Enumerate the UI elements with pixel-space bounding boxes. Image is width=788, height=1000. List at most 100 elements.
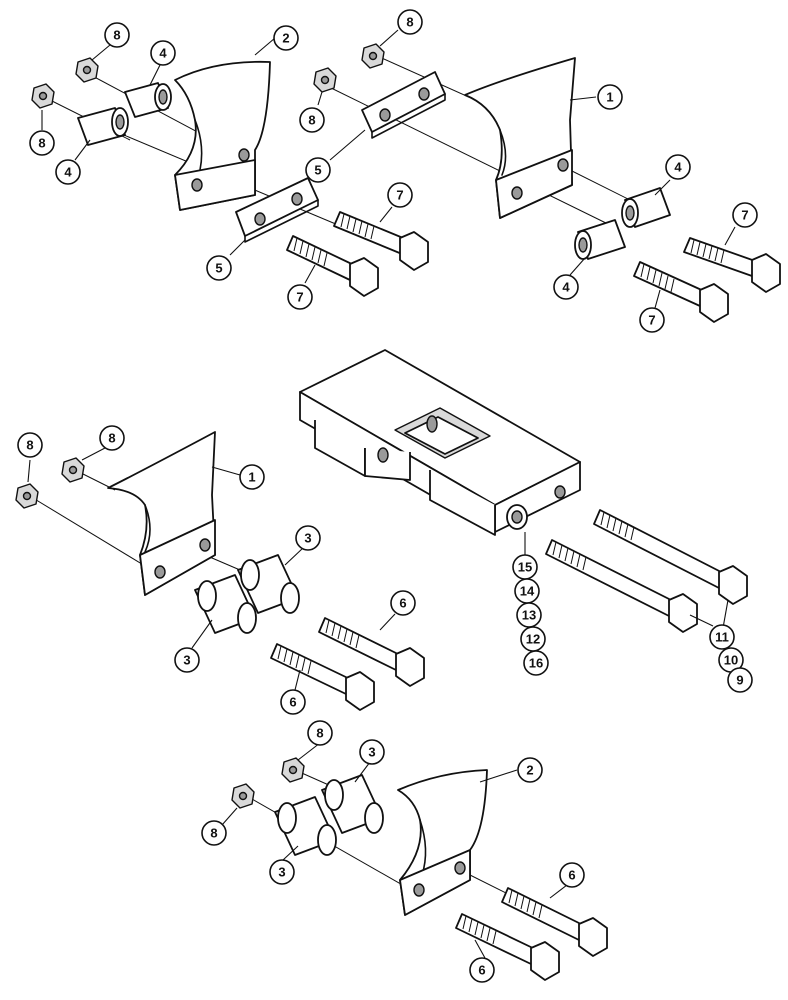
callout-4: 4	[55, 159, 81, 185]
bolt-part-7-d	[633, 261, 729, 323]
svg-text:1: 1	[248, 470, 255, 485]
callout-3: 3	[359, 739, 385, 765]
callout-8: 8	[299, 107, 325, 133]
svg-text:3: 3	[183, 653, 190, 668]
bushing-part-3-lower	[194, 574, 257, 634]
callout-15: 15	[512, 554, 538, 580]
nut-part-8-d	[313, 67, 337, 93]
svg-text:15: 15	[518, 560, 532, 575]
svg-text:3: 3	[368, 745, 375, 760]
svg-text:8: 8	[26, 438, 33, 453]
svg-text:8: 8	[406, 15, 413, 30]
callout-11: 11	[709, 624, 735, 650]
nut-part-8-g	[281, 757, 305, 783]
callout-8: 8	[29, 130, 55, 156]
bolt-part-7-c	[683, 237, 781, 293]
callout-6: 6	[390, 590, 416, 616]
nut-part-8-e	[61, 457, 85, 483]
bracket-assembly-top-right	[313, 43, 781, 323]
bushing-part-4-right-lower	[574, 219, 626, 260]
callout-8: 8	[397, 9, 423, 35]
callout-leaders	[27, 29, 736, 959]
main-block	[299, 349, 581, 536]
bushing-part-4-lower	[77, 107, 129, 146]
callout-8: 8	[201, 820, 227, 846]
bracket-part-1-upper	[464, 57, 576, 219]
svg-text:13: 13	[522, 608, 536, 623]
callout-1: 1	[597, 84, 623, 110]
bushing-part-3-bottom-upper	[321, 774, 384, 834]
svg-text:14: 14	[520, 584, 535, 599]
svg-text:3: 3	[304, 531, 311, 546]
bracket-assembly-middle-left	[15, 431, 425, 711]
callout-6: 6	[559, 862, 585, 888]
callout-10: 10	[718, 647, 744, 673]
nut-part-8-b	[31, 83, 55, 109]
svg-text:8: 8	[113, 28, 120, 43]
nut-part-8-f	[15, 483, 39, 509]
svg-text:2: 2	[282, 31, 289, 46]
svg-text:8: 8	[108, 431, 115, 446]
callout-1: 1	[239, 464, 265, 490]
bracket-part-2-bottom	[397, 769, 488, 916]
nut-part-8-a	[75, 57, 99, 83]
callout-6: 6	[469, 957, 495, 983]
long-bolt-upper	[593, 509, 748, 605]
svg-text:12: 12	[526, 632, 540, 647]
bracket-part-2	[174, 60, 271, 211]
nut-part-8-h	[231, 783, 255, 809]
svg-text:16: 16	[529, 656, 543, 671]
svg-text:6: 6	[568, 868, 575, 883]
callout-4: 4	[150, 40, 176, 66]
svg-text:1: 1	[606, 90, 613, 105]
callout-4: 4	[665, 154, 691, 180]
callout-14: 14	[514, 578, 540, 604]
svg-text:5: 5	[314, 163, 321, 178]
svg-text:4: 4	[64, 165, 72, 180]
svg-text:4: 4	[159, 46, 167, 61]
callout-8: 8	[307, 720, 333, 746]
svg-text:7: 7	[296, 290, 303, 305]
callout-4: 4	[553, 274, 579, 300]
callout-12: 12	[520, 626, 546, 652]
long-bolt-lower	[545, 539, 698, 633]
callout-bubbles: 8 4 2 8 4 8 8 1 5 7 5 7 4 4 7 7 8 8 1 3 …	[17, 9, 758, 983]
svg-text:6: 6	[399, 596, 406, 611]
nut-part-8-c	[361, 43, 385, 69]
callout-3: 3	[174, 647, 200, 673]
svg-text:6: 6	[289, 695, 296, 710]
plate-part-5-right	[361, 71, 446, 139]
callout-16: 16	[523, 650, 549, 676]
svg-text:2: 2	[526, 763, 533, 778]
svg-text:5: 5	[215, 261, 222, 276]
bolt-part-6-d	[455, 913, 560, 981]
plate-part-5-left	[235, 177, 319, 243]
bolt-part-6-b	[270, 643, 375, 711]
svg-text:7: 7	[396, 188, 403, 203]
bracket-part-1-lower	[107, 431, 216, 596]
svg-text:3: 3	[278, 865, 285, 880]
svg-text:9: 9	[736, 673, 743, 688]
svg-text:10: 10	[724, 653, 738, 668]
svg-text:8: 8	[210, 826, 217, 841]
callout-7: 7	[287, 284, 313, 310]
callout-8: 8	[17, 432, 43, 458]
bracket-assembly-top-left	[31, 57, 429, 297]
svg-text:7: 7	[648, 313, 655, 328]
svg-text:7: 7	[741, 208, 748, 223]
bushing-part-4-upper	[124, 82, 172, 118]
callout-2: 2	[273, 25, 299, 51]
callout-13: 13	[516, 602, 542, 628]
callout-7: 7	[732, 202, 758, 228]
main-block-assembly	[299, 349, 748, 633]
svg-text:6: 6	[478, 963, 485, 978]
callout-8: 8	[104, 22, 130, 48]
callout-7: 7	[387, 182, 413, 208]
bolt-part-6-c	[501, 887, 608, 957]
bushing-part-4-right-upper	[621, 187, 671, 228]
bracket-assembly-bottom	[231, 757, 608, 981]
bushing-part-3-upper	[237, 554, 300, 614]
bolt-part-7-b	[286, 235, 379, 297]
callout-3: 3	[269, 859, 295, 885]
